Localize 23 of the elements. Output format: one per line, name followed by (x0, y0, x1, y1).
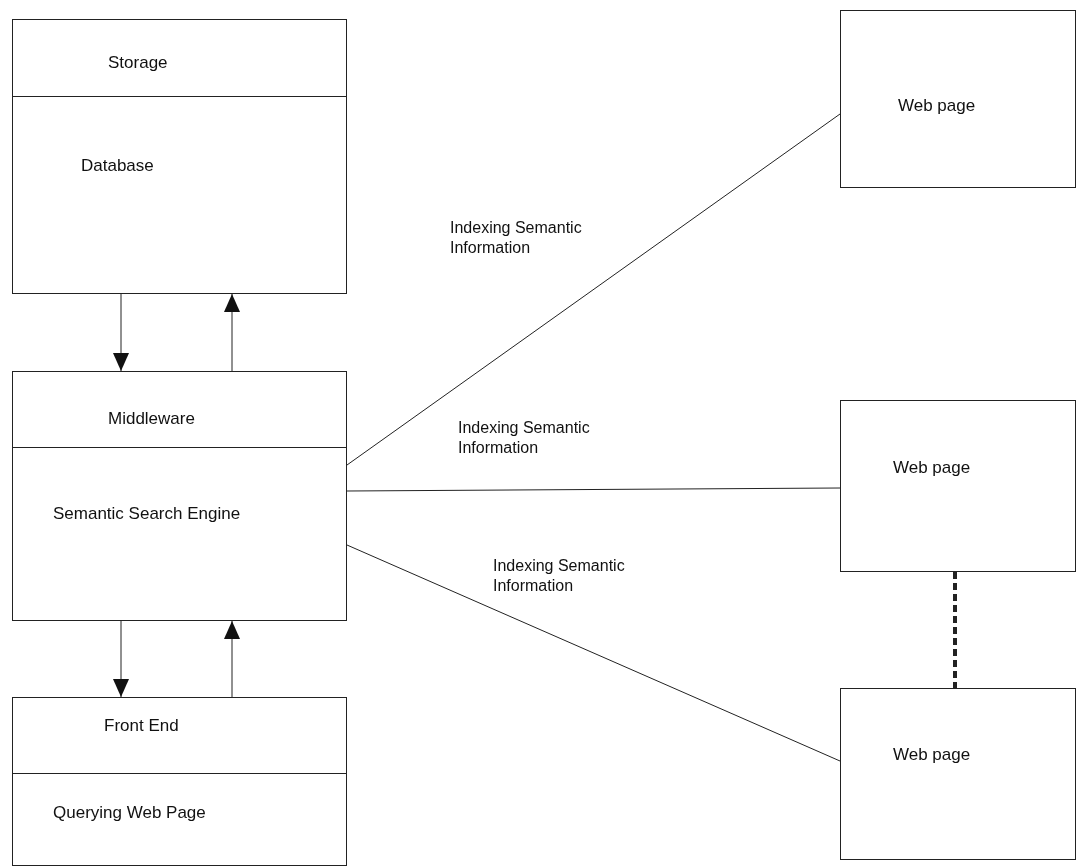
box-label: Database (81, 156, 154, 176)
page-box (840, 688, 1076, 860)
section-box (12, 19, 347, 294)
page-box (840, 10, 1076, 188)
arrow (113, 293, 129, 372)
box-label: Querying Web Page (53, 803, 206, 823)
dashed-line (953, 572, 957, 688)
arrow (224, 293, 240, 372)
box-label: Web page (893, 458, 971, 478)
arrow (224, 620, 240, 698)
connector-line (346, 113, 841, 466)
section-heading: Middleware (108, 409, 195, 429)
arrow (113, 620, 129, 698)
box-label: Semantic Search Engine (53, 504, 241, 524)
connector-line (346, 544, 841, 762)
section-box (12, 697, 347, 866)
page-box (840, 400, 1076, 572)
box-label: Web page (898, 96, 976, 116)
box-label: Web page (893, 745, 971, 765)
connector-line (346, 487, 841, 492)
section-heading: Front End (104, 716, 179, 736)
section-heading: Storage (108, 53, 168, 73)
section-box (12, 371, 347, 621)
